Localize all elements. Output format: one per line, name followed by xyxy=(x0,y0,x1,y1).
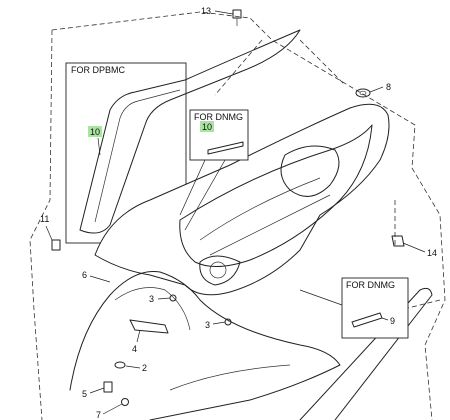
leader-7 xyxy=(102,403,123,415)
callout-4: 4 xyxy=(132,344,137,354)
bolt-7 xyxy=(121,398,129,406)
washer-2 xyxy=(114,361,126,369)
callout-6: 6 xyxy=(82,270,87,280)
assembly-outline-left xyxy=(29,29,53,420)
lower-cowl-inner xyxy=(114,287,291,391)
callout-5: 5 xyxy=(82,389,87,399)
leader-2 xyxy=(125,365,141,369)
leader-5 xyxy=(89,387,105,394)
leader-6 xyxy=(89,275,111,283)
box-for-dnmg-top-label: FOR DNMG xyxy=(194,112,243,122)
bracket-part-4 xyxy=(129,319,169,334)
callout-2: 2 xyxy=(142,363,147,373)
clip-11 xyxy=(51,239,61,251)
leader-13 xyxy=(214,10,234,15)
leader-3b xyxy=(212,321,226,325)
leader-8 xyxy=(369,86,384,93)
seat-cowl-inner xyxy=(199,177,331,256)
box-for-dnmg-bottom xyxy=(341,277,409,339)
callout-8: 8 xyxy=(386,82,391,92)
callout-14: 14 xyxy=(427,248,437,258)
screw-3a xyxy=(169,294,177,302)
seat-cowl-top xyxy=(179,124,373,267)
box-bottom-leader xyxy=(299,289,343,306)
callout-11: 11 xyxy=(40,214,49,224)
callout-10b-highlight xyxy=(200,121,214,132)
grommet-8 xyxy=(355,88,371,98)
leader-11 xyxy=(45,225,53,241)
side-panel-stripe xyxy=(94,89,181,223)
callout-3b: 3 xyxy=(205,320,210,330)
callout-3a: 3 xyxy=(149,294,154,304)
leader-3a xyxy=(157,297,171,300)
side-panel-part xyxy=(79,29,301,234)
box-for-dpbmc-label: FOR DPBMC xyxy=(71,65,126,75)
tail-light-housing xyxy=(199,255,241,286)
callout-10b: 10 xyxy=(202,122,212,132)
bolt-13 xyxy=(232,9,242,26)
side-stripe-right xyxy=(299,287,433,420)
leader-4 xyxy=(136,329,141,343)
collar-5 xyxy=(103,381,113,393)
leader-10a xyxy=(97,137,101,156)
box-for-dnmg-bottom-label: FOR DNMG xyxy=(346,280,395,290)
callout-10a: 10 xyxy=(90,127,100,137)
assembly-outline-inner xyxy=(214,39,346,96)
clip-14 xyxy=(391,235,405,247)
decal-part-10 xyxy=(207,141,244,155)
callout-10a-highlight xyxy=(88,126,102,137)
leader-14 xyxy=(402,242,426,253)
callout-7: 7 xyxy=(96,410,101,420)
box-top-leader xyxy=(179,159,226,231)
callout-9: 9 xyxy=(390,316,395,326)
lower-cowl xyxy=(69,270,341,420)
callout-13: 13 xyxy=(201,6,211,16)
tail-light-lens xyxy=(209,261,227,279)
assembly-outline xyxy=(51,11,446,420)
seat-cowl-cutout xyxy=(280,145,340,197)
leader-9 xyxy=(381,317,389,321)
